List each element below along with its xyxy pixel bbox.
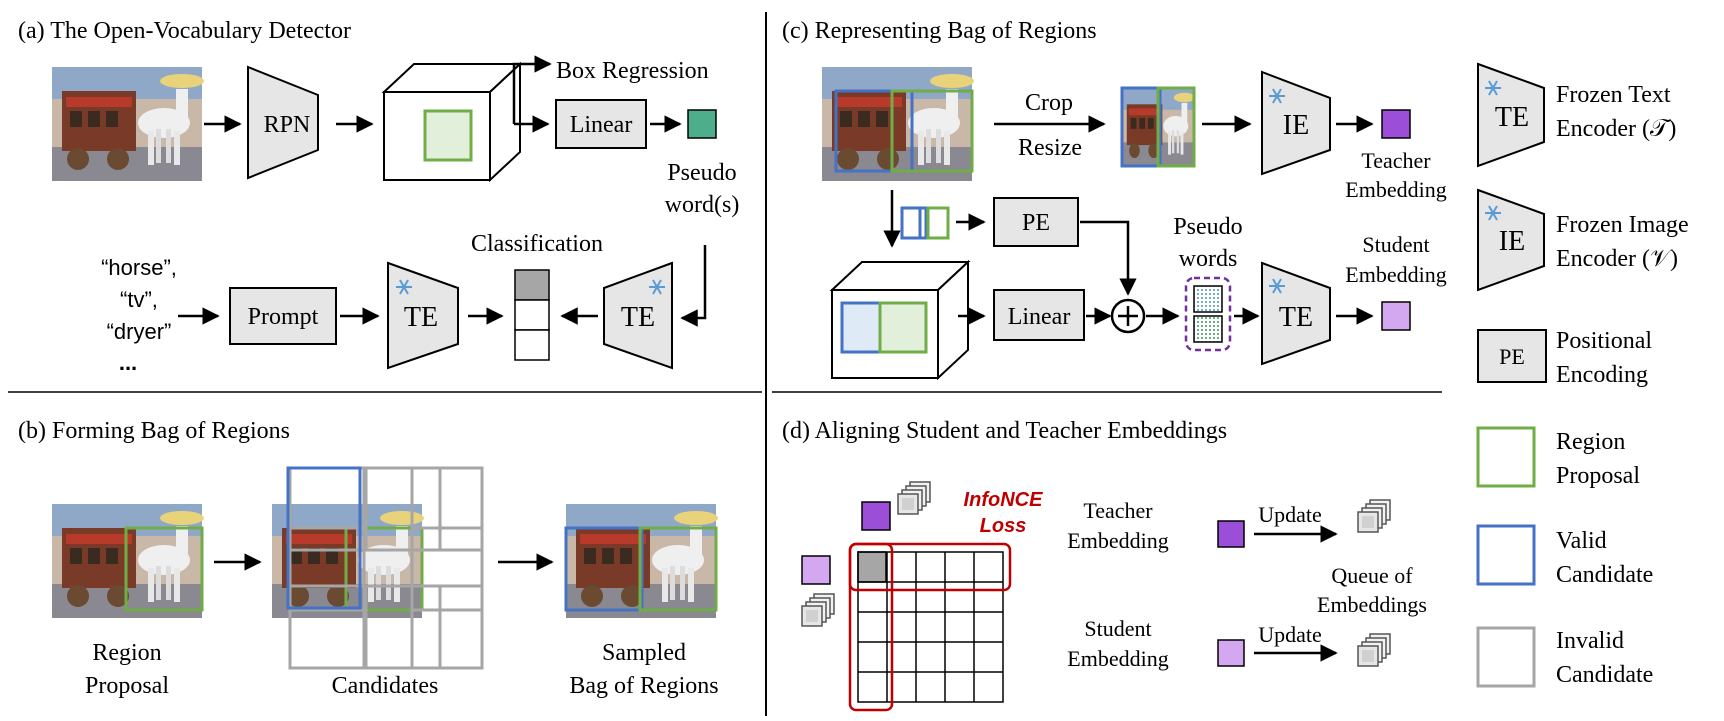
pe-box-c <box>993 197 1079 247</box>
sampled-bag-photo <box>564 504 718 618</box>
vocab-ellipsis: ... <box>119 350 137 375</box>
pseudo-word-square <box>687 109 717 139</box>
panel-c: (c) Representing Bag of Regions Crop Res… <box>782 18 1447 381</box>
pe-label-c: PE <box>1022 210 1050 236</box>
student-embedding-label-c: Embedding <box>1345 262 1446 287</box>
rpn-module <box>247 65 319 180</box>
student-square-d <box>801 555 831 585</box>
linear-label-a: Linear <box>570 112 633 138</box>
similarity-matrix <box>848 542 1012 712</box>
legend-region-proposal-box <box>1476 426 1536 488</box>
resize-label: Resize <box>1018 135 1082 161</box>
legend-vc-text1: Valid <box>1556 528 1607 554</box>
te-label-a-left: TE <box>404 302 438 333</box>
panel-b: (b) Forming Bag of Regions Region Propos… <box>18 418 719 699</box>
legend-te-label: TE <box>1495 102 1529 133</box>
legend-rp-text2: Proposal <box>1556 463 1640 489</box>
panel-b-title: (b) Forming Bag of Regions <box>18 418 290 444</box>
legend-pe-box <box>1477 329 1547 383</box>
bag-small-c <box>900 206 950 240</box>
pseudo-label-c: Pseudo <box>1173 214 1242 240</box>
input-photo-a <box>52 67 204 181</box>
legend-ie-label: IE <box>1499 226 1525 257</box>
region-proposal-box <box>124 526 204 612</box>
legend-vc-text2: Candidate <box>1556 562 1653 588</box>
student-queue-stack-d <box>801 593 835 627</box>
cropped-regions <box>1120 86 1196 168</box>
teacher-embedding-square <box>1381 109 1411 139</box>
sampled-label: Sampled <box>602 640 686 666</box>
feature-map-cube-c <box>829 259 971 381</box>
legend-valid-candidate-box <box>1476 524 1536 586</box>
region-proposal-photo <box>52 504 204 618</box>
bag-label-b: Bag of Regions <box>569 673 718 699</box>
vocab-tv: “tv”, <box>120 287 158 312</box>
proposal-label-b: Proposal <box>85 673 169 699</box>
teacher-label-c: Teacher <box>1361 148 1431 173</box>
legend: TE Frozen Text Encoder (𝒯) IE Frozen Ima… <box>1476 62 1689 688</box>
panel-d-title: (d) Aligning Student and Teacher Embeddi… <box>782 418 1227 444</box>
te-label-c: TE <box>1279 302 1313 333</box>
legend-te-text2: Encoder (𝒯) <box>1556 116 1676 142</box>
teacher-embedding-label-d: Embedding <box>1067 528 1168 553</box>
teacher-embedding-label-c: Embedding <box>1345 177 1446 202</box>
student-queue-stack <box>1357 633 1391 667</box>
classification-label: Classification <box>471 231 603 257</box>
legend-ic-text1: Invalid <box>1556 628 1624 654</box>
input-photo-c <box>822 67 974 181</box>
student-label-d: Student <box>1084 616 1151 641</box>
crop-label: Crop <box>1025 90 1073 116</box>
te-label-a-right: TE <box>621 302 655 333</box>
linear-box-c <box>993 289 1085 341</box>
rpn-label: RPN <box>264 112 311 138</box>
legend-ie-text2: Encoder (𝒱) <box>1556 246 1678 272</box>
infonce-label: InfoNCE <box>964 489 1044 511</box>
legend-ie-text1: Frozen Image <box>1556 212 1689 238</box>
update-label-student: Update <box>1258 622 1322 647</box>
legend-pe-text1: Positional <box>1556 328 1652 354</box>
linear-label-c: Linear <box>1008 304 1071 330</box>
teacher-queue-stack-d <box>897 481 931 515</box>
student-label-c: Student <box>1362 232 1429 257</box>
region-label-b: Region <box>92 640 161 666</box>
box-regression-label: Box Regression <box>556 58 709 84</box>
legend-pe-text2: Encoding <box>1556 362 1648 388</box>
vocab-horse: “horse”, <box>101 255 177 280</box>
panel-a: (a) The Open-Vocabulary Detector RPN Box… <box>18 18 739 375</box>
legend-invalid-candidate-box <box>1476 626 1536 688</box>
linear-box-a <box>555 99 647 149</box>
legend-pe-label: PE <box>1499 344 1525 369</box>
student-square-d2 <box>1217 639 1245 667</box>
queue-label-2: Embeddings <box>1317 592 1427 617</box>
vocab-dryer: “dryer” <box>107 319 172 344</box>
panel-a-title: (a) The Open-Vocabulary Detector <box>18 18 351 44</box>
candidates-grid <box>272 466 484 670</box>
student-embedding-label-d: Embedding <box>1067 646 1168 671</box>
queue-label-1: Queue of <box>1331 563 1413 588</box>
teacher-square-d <box>861 501 891 531</box>
update-label-teacher: Update <box>1258 502 1322 527</box>
panel-d: (d) Aligning Student and Teacher Embeddi… <box>782 418 1427 712</box>
legend-te-text1: Frozen Text <box>1556 82 1671 108</box>
plus-icon <box>1110 298 1146 334</box>
legend-rp-text1: Region <box>1556 429 1625 455</box>
panel-c-title: (c) Representing Bag of Regions <box>782 18 1097 44</box>
prompt-label: Prompt <box>248 304 319 330</box>
pseudo-words-stack <box>1184 276 1232 352</box>
words-label-c: words <box>1179 246 1238 272</box>
teacher-square-d2 <box>1217 520 1245 548</box>
classification-scores <box>514 269 550 361</box>
words-label-a: word(s) <box>665 192 740 218</box>
teacher-queue-stack <box>1357 499 1391 533</box>
feature-map-cube-a <box>381 61 523 183</box>
teacher-label-d: Teacher <box>1083 498 1153 523</box>
legend-ic-text2: Candidate <box>1556 662 1653 688</box>
loss-label: Loss <box>980 515 1027 537</box>
pseudo-label-a: Pseudo <box>667 160 736 186</box>
candidates-label: Candidates <box>332 673 439 699</box>
prompt-box <box>229 287 337 345</box>
student-embedding-square <box>1381 301 1411 331</box>
ie-label-c: IE <box>1283 110 1309 141</box>
